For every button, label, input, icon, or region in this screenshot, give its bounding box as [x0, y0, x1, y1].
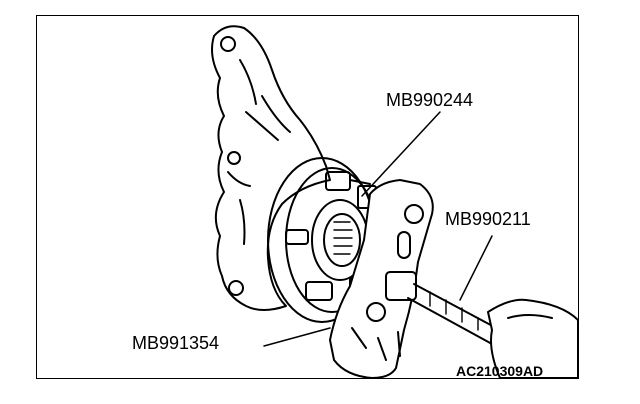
callout-mb990211: MB990211: [445, 209, 531, 229]
leader-lines: [263, 111, 493, 347]
puller-plate: [329, 179, 434, 379]
steering-knuckle: [211, 25, 331, 311]
callout-mb991354: MB991354: [132, 333, 220, 353]
leader-mb990244: [361, 111, 441, 197]
leader-mb991354: [263, 327, 331, 347]
figure-id: AC210309AD: [456, 363, 544, 379]
puller-screw: [385, 271, 579, 379]
leader-mb990211: [459, 235, 493, 301]
callout-mb990244: MB990244: [386, 90, 474, 110]
